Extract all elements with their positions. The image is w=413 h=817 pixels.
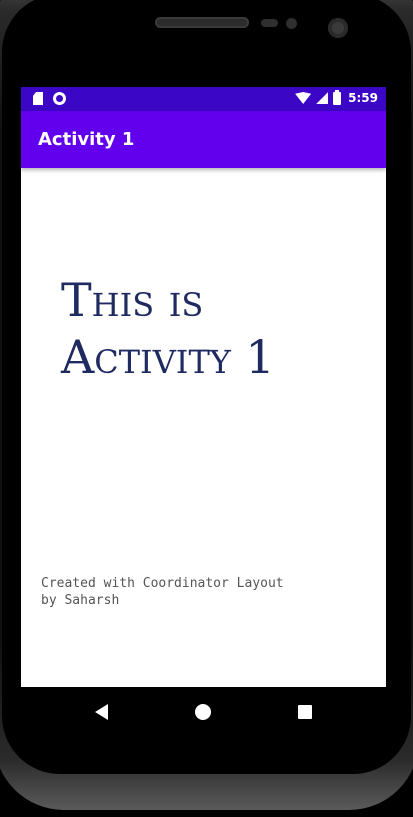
status-bar: 5:59	[21, 87, 386, 111]
back-icon[interactable]	[95, 704, 108, 720]
signal-icon	[316, 92, 329, 104]
wifi-icon	[295, 92, 312, 104]
credit-text: Created with Coordinator Layout by Sahar…	[41, 575, 371, 609]
credit-line2: by Saharsh	[41, 593, 120, 608]
battery-icon	[333, 89, 342, 105]
sd-card-icon	[33, 92, 43, 105]
proximity-sensor	[261, 19, 278, 27]
navigation-bar	[21, 687, 386, 736]
speaker-grille	[155, 17, 249, 28]
activity-heading: This is Activity 1	[61, 272, 371, 386]
activity-heading-line1: This is	[61, 273, 204, 327]
activity-heading-line2: Activity 1	[61, 330, 275, 384]
home-icon[interactable]	[195, 704, 211, 720]
app-bar: Activity 1	[21, 111, 386, 168]
notification-circle-icon	[53, 92, 66, 105]
front-camera	[328, 18, 348, 38]
app-bar-title: Activity 1	[38, 129, 135, 150]
screen: 5:59 Activity 1 This is Activity 1 Creat…	[21, 87, 386, 736]
light-sensor	[286, 18, 297, 29]
recents-icon[interactable]	[298, 705, 312, 719]
status-time: 5:59	[348, 91, 378, 105]
credit-line1: Created with Coordinator Layout	[41, 576, 284, 591]
